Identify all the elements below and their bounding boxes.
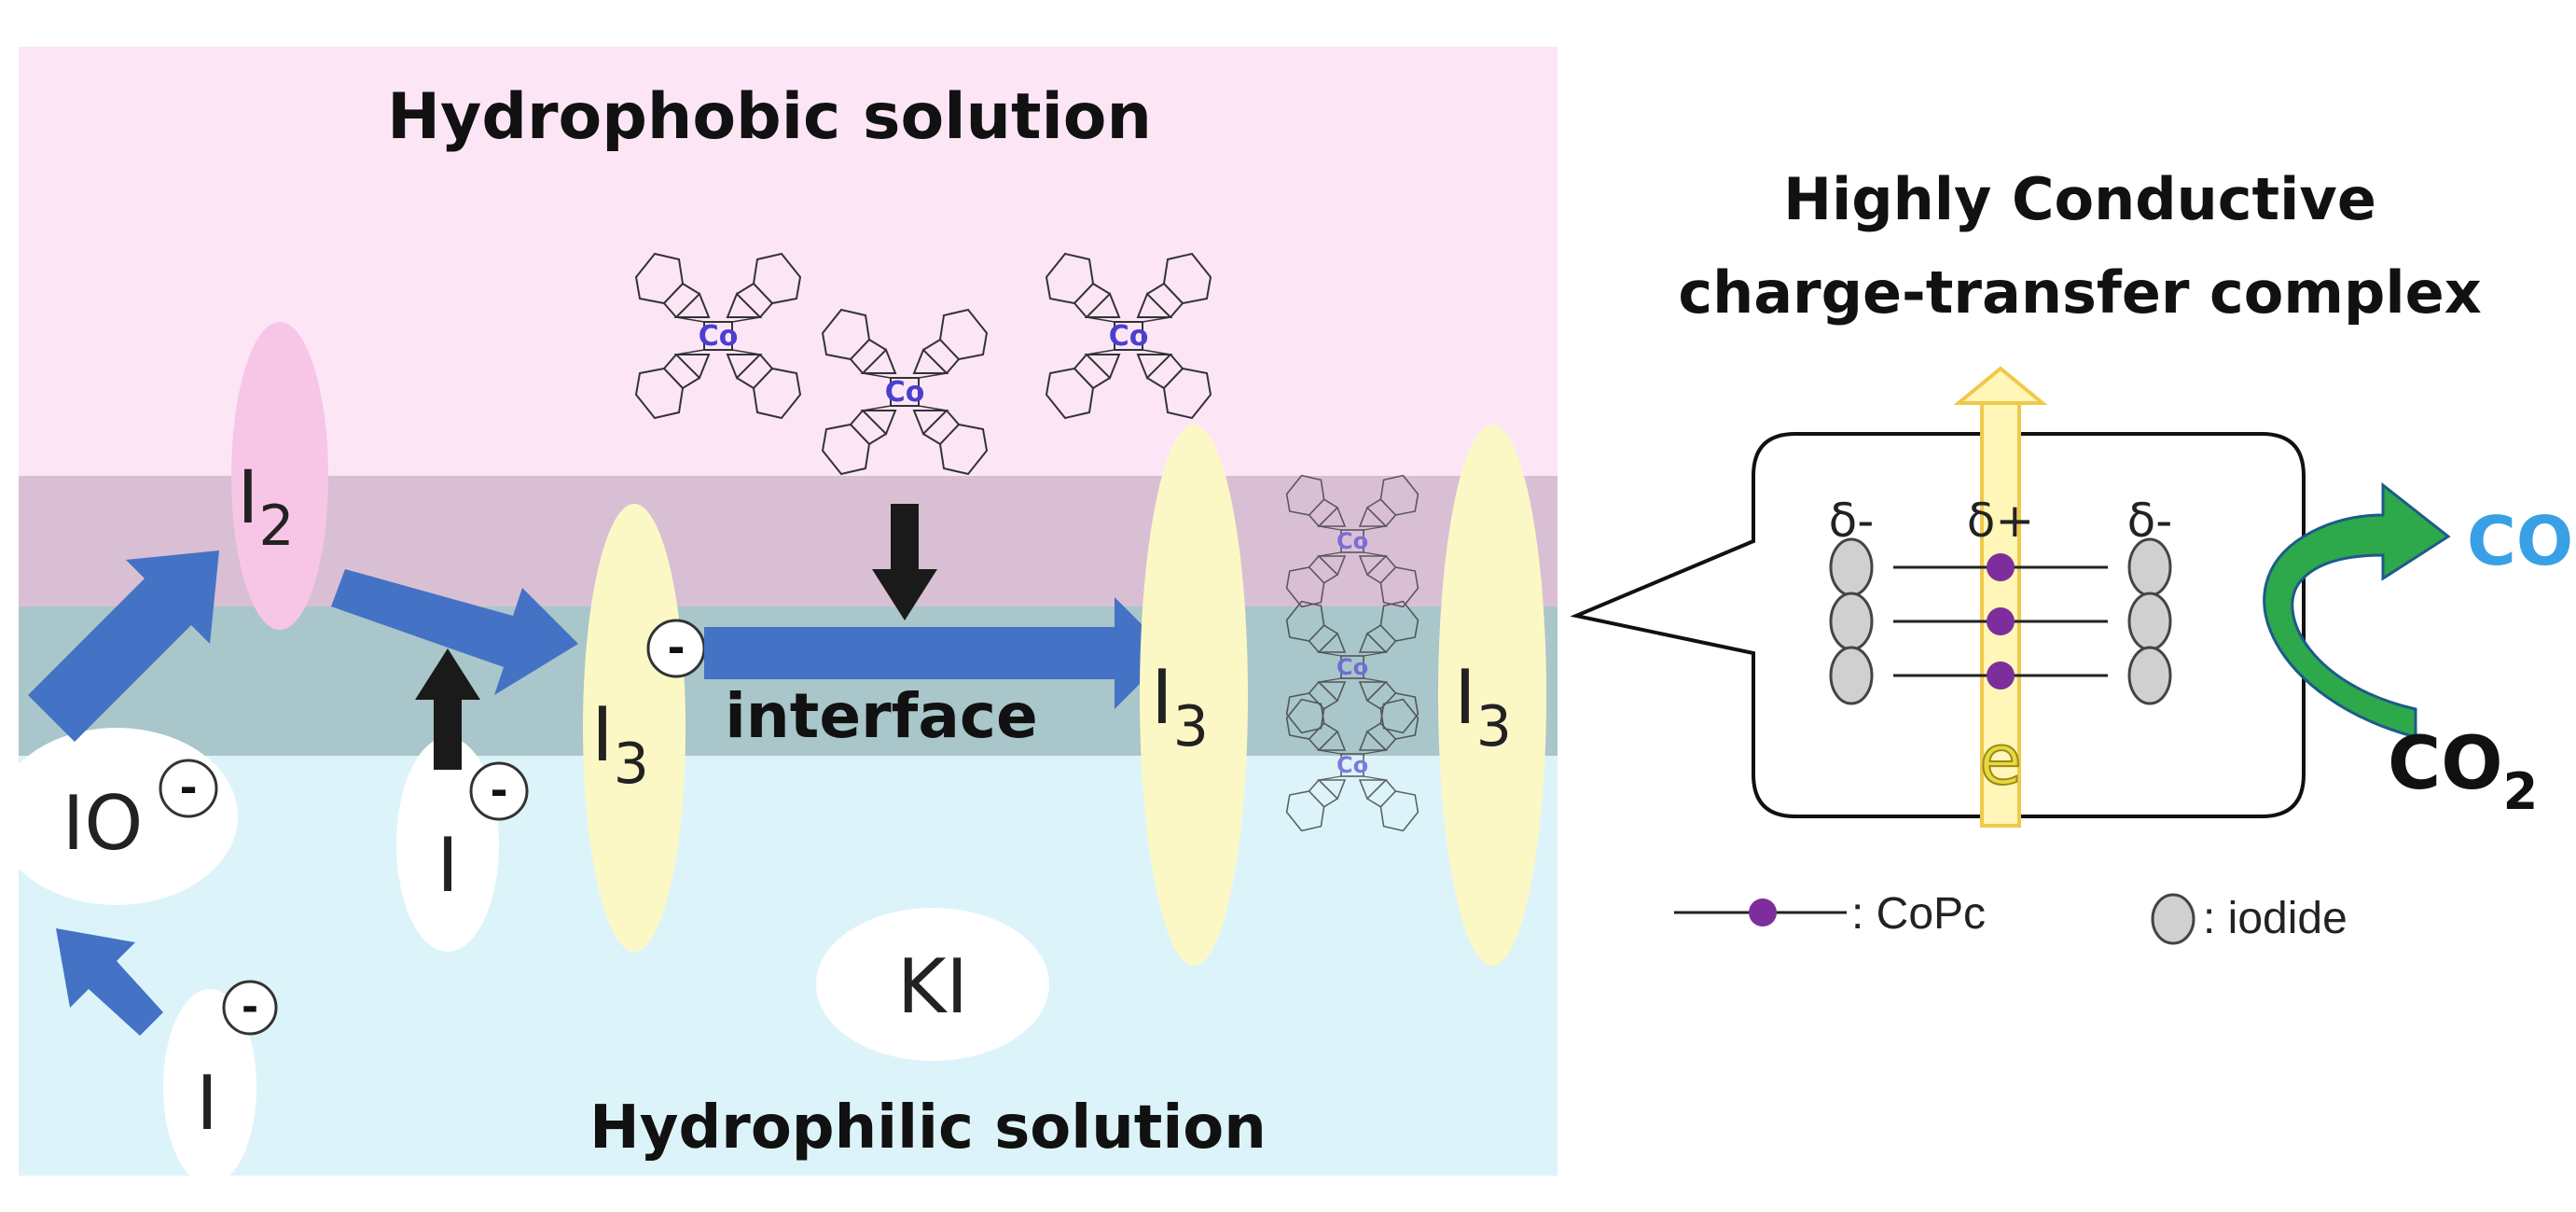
co-atom-label: Co: [1109, 320, 1149, 353]
i-minus-mid-charge-badge: [469, 761, 529, 821]
complex-title-line1: Highly Conductive: [1783, 165, 2376, 233]
i3-right-species: [1438, 425, 1546, 966]
i-minus-mid-charge-label: -: [490, 765, 507, 815]
copc-molecule: Co: [822, 309, 988, 475]
i-minus-bottom-label: I: [196, 1060, 218, 1147]
i3-mid-label: I3: [1151, 654, 1209, 759]
iodide-stack-left: [1829, 537, 1874, 705]
i3-mid-species: [1140, 425, 1248, 966]
i-minus-bottom-species: [163, 989, 256, 1185]
copc-dot: [1987, 553, 2015, 581]
interface-label: interface: [725, 680, 1038, 752]
io-charge-label: -: [179, 762, 197, 813]
i3-minus-species: [583, 504, 686, 952]
legend-iodide-label: : iodide: [2203, 894, 2347, 943]
hydrophilic-region: [19, 756, 1558, 1176]
legend-iodide-icon: [2151, 893, 2195, 945]
i-minus-uptake-arrow: [415, 648, 480, 770]
interface-arrow: [704, 597, 1170, 709]
electron-label: e: [1979, 720, 2022, 801]
i2-species: [231, 322, 328, 630]
i3-minus-label: I3: [591, 691, 649, 797]
co-atom-label: Co: [1336, 654, 1368, 680]
copc-molecule: Co: [635, 253, 801, 419]
callout-bubble: [1570, 432, 2306, 818]
co-atom-label: Co: [1336, 528, 1368, 554]
co-atom-label: Co: [885, 376, 925, 409]
legend-copc-dot: [1749, 899, 1777, 926]
copc-molecule: Co: [1046, 253, 1212, 419]
io-to-i2-arrow: [28, 550, 219, 742]
i-minus-mid-label: I: [436, 822, 459, 909]
i2-to-i3-arrow: [331, 569, 578, 695]
i-minus-bottom-charge-badge: [222, 980, 278, 1036]
i-to-io-arrow: [56, 928, 163, 1036]
copc-dot: [1987, 662, 2015, 690]
i2-label: I2: [237, 456, 294, 559]
io-minus-label: IO: [62, 780, 144, 867]
copc-dot: [1987, 607, 2015, 635]
iodide-stack-right: [2127, 537, 2172, 705]
hydrophilic-label: Hydrophilic solution: [589, 1094, 1267, 1163]
legend-copc: : CoPc: [1674, 889, 1986, 939]
complex-title-line2: charge-transfer complex: [1678, 258, 2481, 327]
i-minus-bottom-charge-label: -: [242, 983, 258, 1031]
legend-copc-label: : CoPc: [1851, 889, 1986, 939]
ki-species: [816, 908, 1049, 1061]
legend-iodide: : iodide: [2151, 893, 2347, 945]
co2-to-co-arrow: [2263, 481, 2451, 739]
co-product-label: CO: [2467, 502, 2573, 580]
delta-plus-label: δ+: [1967, 494, 2035, 548]
copc-adsorption-arrow: [872, 504, 937, 620]
co-atom-label: Co: [1336, 752, 1368, 778]
io-charge-badge: [159, 759, 218, 818]
hydrophobic-label: Hydrophobic solution: [387, 80, 1152, 154]
co-atom-label: Co: [699, 320, 739, 353]
i3-right-label: I3: [1454, 654, 1512, 759]
copc-stack: Co Co Co: [1287, 476, 1419, 831]
co2-reactant-label: CO2: [2388, 722, 2538, 821]
i3-minus-charge-label: -: [667, 622, 685, 673]
ki-label: KI: [897, 943, 968, 1030]
